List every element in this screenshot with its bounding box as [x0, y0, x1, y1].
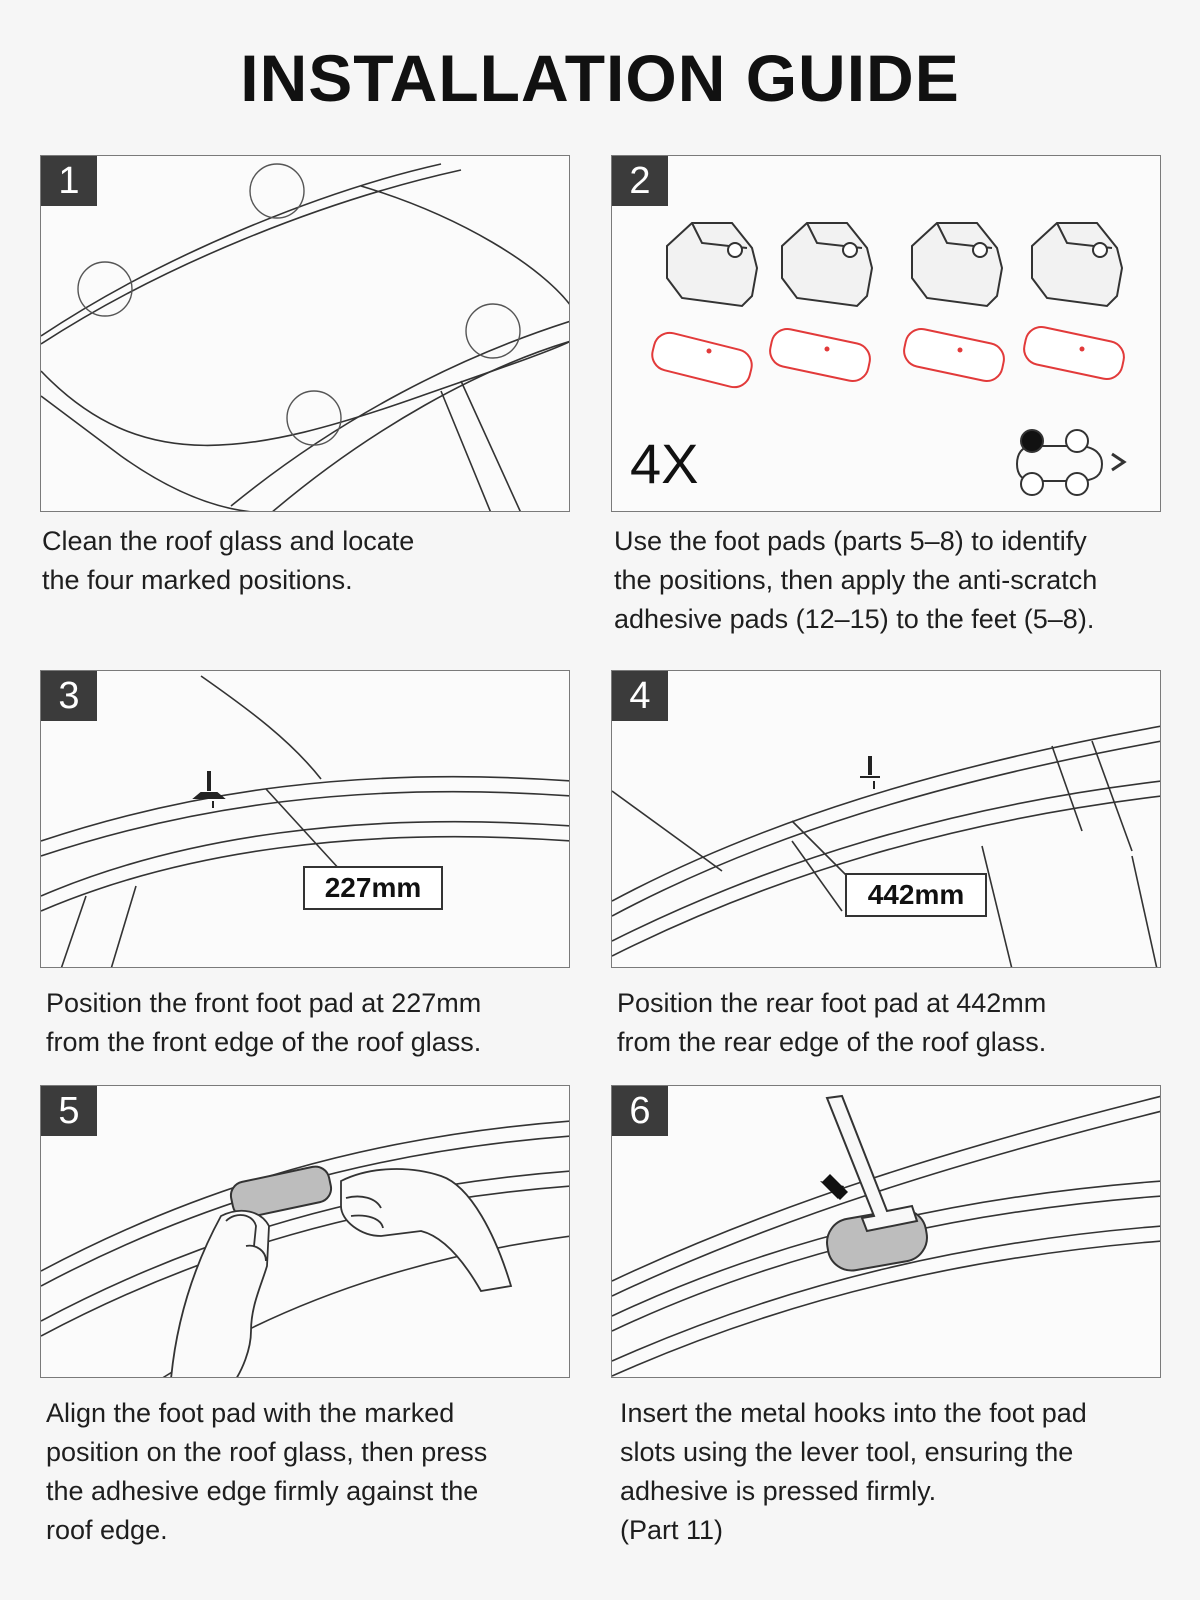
step-2-badge: 2: [612, 156, 668, 206]
step-6-caption: Insert the metal hooks into the foot pad…: [620, 1398, 1087, 1545]
dimension-label-rear: 442mm: [845, 873, 987, 917]
roof-glass-drawing: [41, 163, 569, 511]
adhesive-pad-icon: [769, 327, 871, 383]
dimension-label-front: 227mm: [303, 866, 443, 910]
step-5-illustration: 5: [40, 1085, 570, 1378]
marked-position-circle: [465, 303, 521, 359]
adhesive-pad-icon: [651, 331, 753, 389]
step-1-badge: 1: [41, 156, 97, 206]
marked-position-circles: [77, 163, 521, 446]
alignment-mark-icon: [192, 771, 226, 808]
step-3-caption: Position the front foot pad at 227mm fro…: [46, 988, 482, 1057]
foot-pads: [666, 222, 1124, 308]
step-6-illustration: 6: [611, 1085, 1161, 1378]
step-6-badge: 6: [612, 1086, 668, 1136]
adhesive-pad-icon: [903, 327, 1005, 383]
foot-pad-icon: [1031, 222, 1124, 308]
marked-position-circle: [249, 163, 305, 219]
step-3-badge: 3: [41, 671, 97, 721]
arrow-icon: [820, 1174, 848, 1200]
step-2-caption: Use the foot pads (parts 5–8) to identif…: [614, 526, 1098, 634]
hand-icon: [340, 1168, 513, 1292]
step-5-caption: Align the foot pad with the marked posit…: [46, 1398, 488, 1545]
foot-pad-icon: [781, 222, 874, 308]
adhesive-pads: [651, 325, 1125, 389]
step-4-caption: Position the rear foot pad at 442mm from…: [617, 988, 1047, 1057]
foot-pad-icon: [911, 222, 1004, 308]
step-2-illustration: 2 4X: [611, 155, 1161, 512]
quantity-label: 4X: [630, 432, 699, 495]
marked-position-circle: [286, 390, 342, 446]
position-map-icon: [1015, 429, 1127, 496]
page-title: INSTALLATION GUIDE: [240, 41, 960, 115]
step-1-caption: Clean the roof glass and locate the four…: [42, 526, 415, 595]
step-3-illustration: 3 227mm: [40, 670, 570, 968]
lever-tool-icon: [825, 1094, 919, 1233]
foot-pad-icon: [229, 1165, 333, 1219]
step-4-badge: 4: [612, 671, 668, 721]
marked-position-circle: [77, 261, 133, 317]
rear-position-drawing: [612, 725, 1160, 967]
parts-drawing: [651, 222, 1127, 496]
step-1-illustration: 1: [40, 155, 570, 512]
hand-icon: [170, 1209, 270, 1377]
step-4-illustration: 4 442mm: [611, 670, 1161, 968]
hook-install-drawing: [612, 1094, 1160, 1377]
press-pad-drawing: [41, 1120, 569, 1377]
foot-pad-icon: [666, 222, 759, 308]
front-position-drawing: [41, 675, 569, 967]
alignment-mark-icon: [860, 756, 880, 789]
adhesive-pad-icon: [1023, 325, 1125, 381]
step-5-badge: 5: [41, 1086, 97, 1136]
